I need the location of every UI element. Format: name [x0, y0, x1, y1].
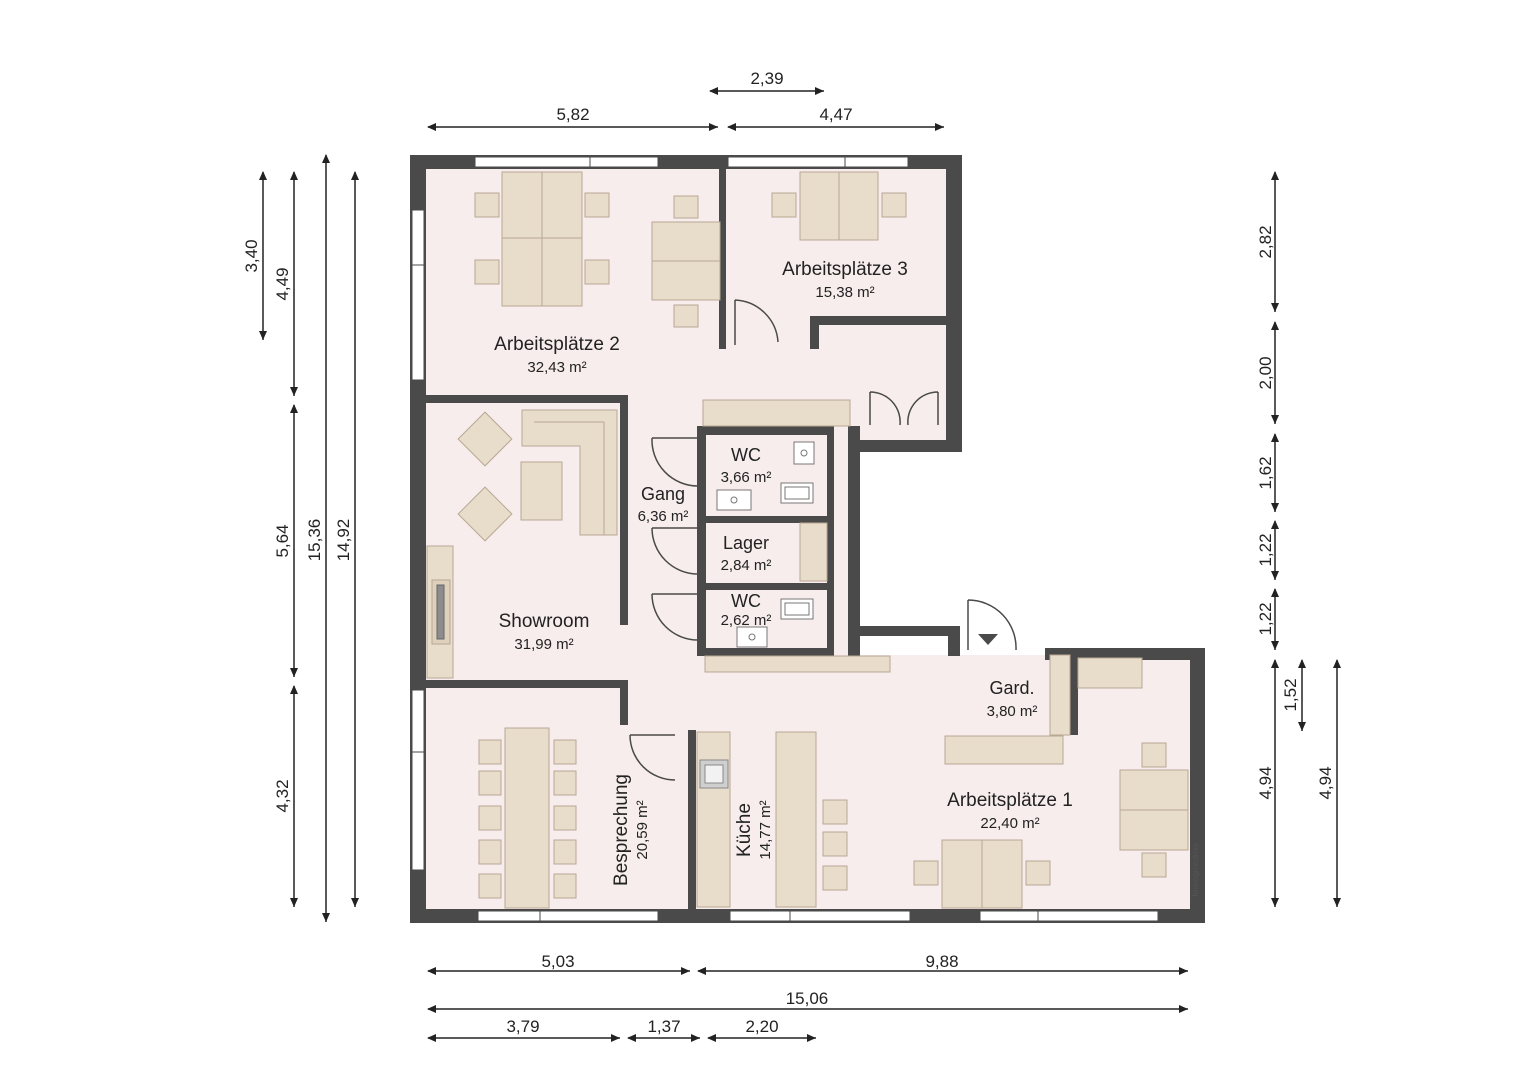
room-name-gard: Gard. [989, 678, 1034, 698]
dim-right-494a: 4,94 [1256, 766, 1275, 799]
dim-bottom-503: 5,03 [541, 952, 574, 971]
dimension-lines [259, 87, 1341, 1042]
dim-bottom-1506: 15,06 [786, 989, 829, 1008]
room-area-wc1: 3,66 m² [721, 469, 772, 486]
dim-left-564: 5,64 [273, 524, 292, 557]
furniture [426, 171, 1189, 909]
room-area-kueche: 14,77 m² [757, 800, 774, 859]
room-name-wc2: WC [731, 591, 761, 611]
dim-right-200: 2,00 [1256, 356, 1275, 389]
room-area-wc2: 2,62 m² [721, 612, 772, 629]
dim-top-447: 4,47 [819, 105, 852, 124]
dim-right-282: 2,82 [1256, 225, 1275, 258]
room-name-gang: Gang [641, 484, 685, 504]
inner-walls [426, 169, 1078, 915]
room-name-wc1: WC [731, 445, 761, 465]
dim-bottom-220: 2,20 [745, 1017, 778, 1036]
room-area-gang: 6,36 m² [638, 508, 689, 525]
dim-left-340: 3,40 [242, 239, 261, 272]
dim-bottom-988: 9,88 [925, 952, 958, 971]
dim-bottom-379: 3,79 [506, 1017, 539, 1036]
dim-right-122b: 1,22 [1256, 602, 1275, 635]
room-name-kueche: Küche [734, 803, 755, 857]
dim-right-162: 1,62 [1256, 456, 1275, 489]
dim-top-582: 5,82 [556, 105, 589, 124]
room-area-gard: 3,80 m² [987, 703, 1038, 720]
room-name-lager: Lager [723, 533, 769, 553]
dim-left-1536: 15,36 [305, 519, 324, 562]
room-name-arbeitsplaetze3: Arbeitsplätze 3 [782, 259, 908, 280]
watermark: Immogrundriss [1191, 844, 1200, 897]
room-area-arbeitsplaetze1: 22,40 m² [980, 815, 1039, 832]
dim-left-432: 4,32 [273, 779, 292, 812]
sanitary-fixtures [716, 441, 815, 648]
room-name-arbeitsplaetze2: Arbeitsplätze 2 [494, 334, 620, 355]
room-labels: Arbeitsplätze 2 32,43 m² Arbeitsplätze 3… [494, 259, 1073, 886]
room-area-arbeitsplaetze3: 15,38 m² [815, 284, 874, 301]
doors [629, 299, 1017, 781]
entrance-arrow-icon [978, 634, 998, 645]
dim-right-494b: 4,94 [1316, 766, 1335, 799]
dim-right-122a: 1,22 [1256, 533, 1275, 566]
room-name-showroom: Showroom [499, 611, 590, 632]
room-area-besprechung: 20,59 m² [634, 800, 651, 859]
room-name-besprechung: Besprechung [611, 774, 632, 886]
dim-bottom-137: 1,37 [647, 1017, 680, 1036]
room-area-lager: 2,84 m² [721, 557, 772, 574]
dimension-labels: 2,39 5,82 4,47 3,40 4,49 5,64 4,32 15,36… [242, 69, 1335, 1036]
dim-left-1492: 14,92 [334, 519, 353, 562]
room-area-showroom: 31,99 m² [514, 636, 573, 653]
dim-right-152: 1,52 [1281, 678, 1300, 711]
room-area-arbeitsplaetze2: 32,43 m² [527, 359, 586, 376]
windows [411, 156, 1159, 922]
dim-top-239: 2,39 [750, 69, 783, 88]
dim-left-449: 4,49 [273, 267, 292, 300]
room-name-arbeitsplaetze1: Arbeitsplätze 1 [947, 790, 1073, 811]
